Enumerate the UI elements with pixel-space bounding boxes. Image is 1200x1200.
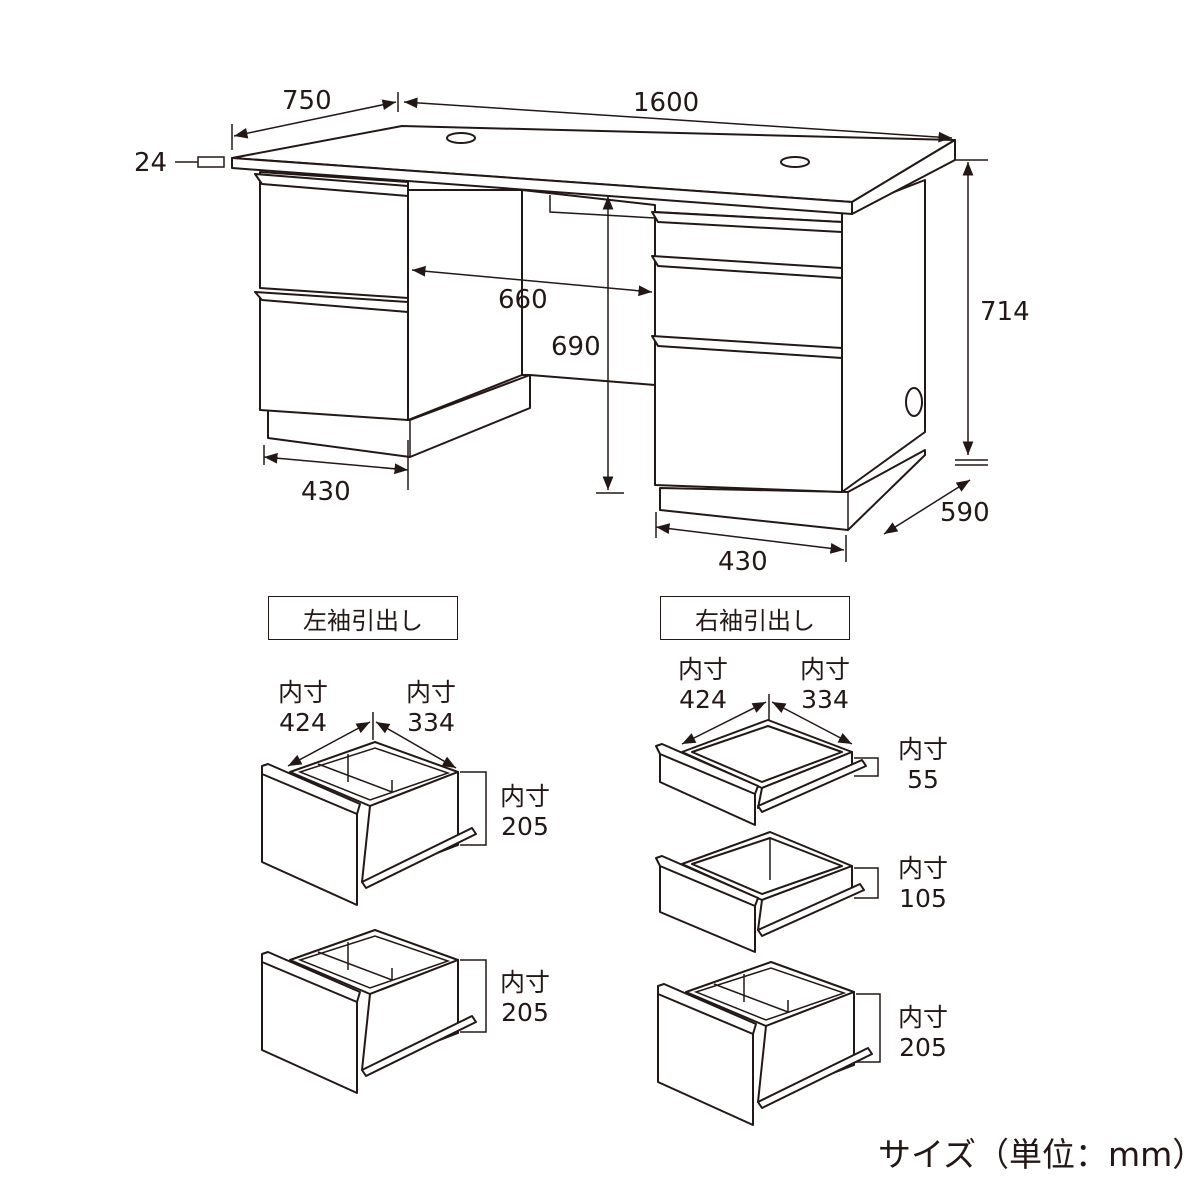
- right-drawers-title: 右袖引出し: [660, 596, 850, 640]
- right-drawer-upper: [655, 719, 867, 826]
- right-drawer-lower: [657, 961, 873, 1126]
- top-depth-label: 750: [282, 86, 332, 116]
- units-note: サイズ（単位：mm）: [878, 1135, 1200, 1174]
- left-drawer-upper: [261, 741, 477, 906]
- left-drawers-title: 左袖引出し: [268, 596, 458, 640]
- right-pedestal-width-label: 430: [718, 547, 768, 577]
- knee-height-label: 690: [551, 332, 601, 362]
- depth-label: 590: [940, 498, 990, 528]
- height-label: 714: [980, 297, 1030, 327]
- desk: [231, 125, 956, 531]
- knee-width-label: 660: [498, 285, 548, 315]
- top-thickness-label: 24: [134, 148, 168, 178]
- left-pedestal-width-label: 430: [301, 477, 351, 507]
- left-drawer-lower: [261, 929, 477, 1094]
- height-brackets: [287, 694, 881, 1063]
- right-drawer-middle: [655, 831, 865, 953]
- dimension-lines: [175, 92, 988, 562]
- width-label: 1600: [633, 88, 700, 118]
